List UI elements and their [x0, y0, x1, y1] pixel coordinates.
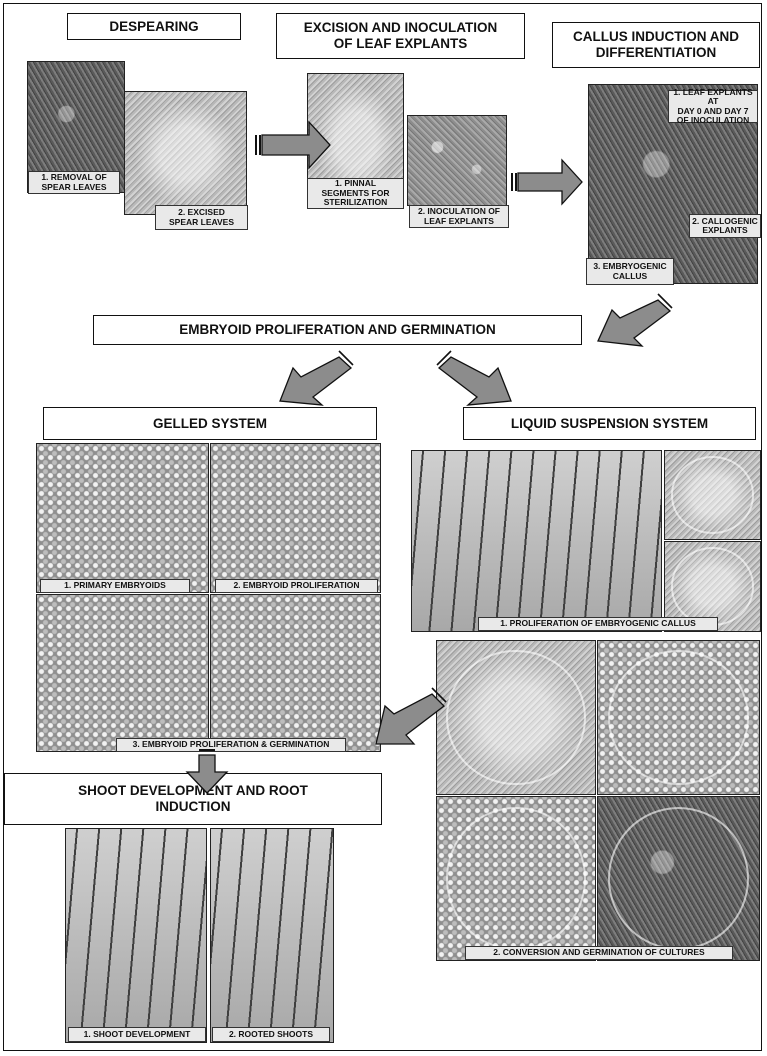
arrow-embryoid-gelled	[280, 357, 351, 405]
arrow-excision-callus	[518, 160, 582, 204]
arrow-callus-embryoid	[598, 300, 670, 346]
arrow-gelled-shoot	[187, 755, 227, 793]
arrow-liquid-shoot	[376, 694, 444, 744]
arrow-embryoid-liquid	[439, 357, 511, 405]
arrow-despearing-excision	[262, 122, 330, 168]
